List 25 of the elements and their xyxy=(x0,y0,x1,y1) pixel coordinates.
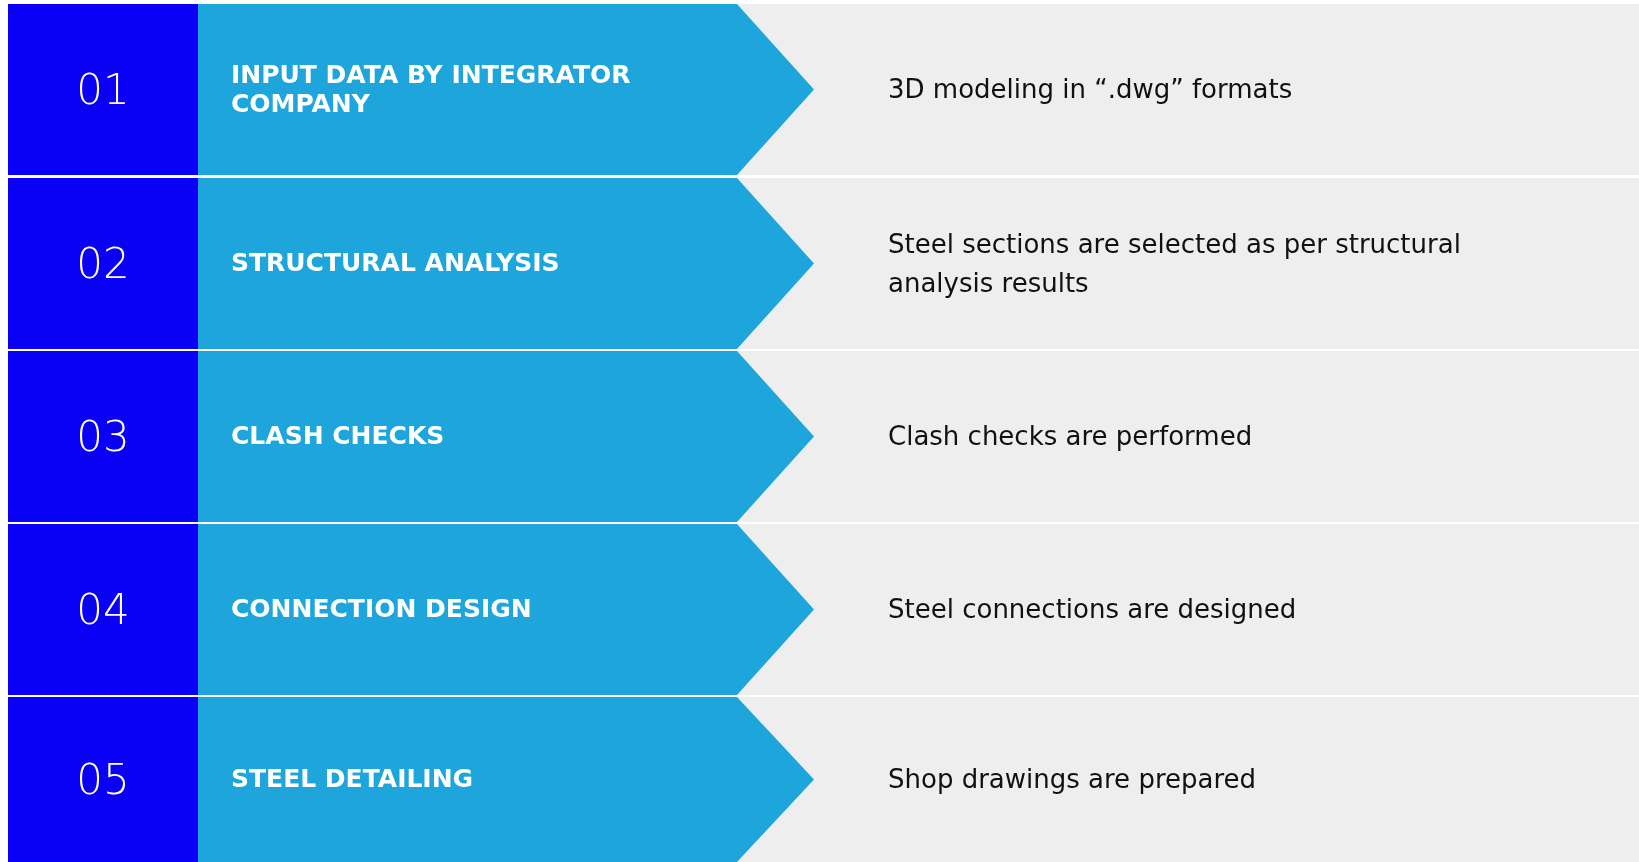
step-title: CONNECTION DESIGN xyxy=(230,595,532,624)
step-number: 01 xyxy=(76,65,130,114)
step-title: STRUCTURAL ANALYSIS xyxy=(230,249,560,278)
step-number-box xyxy=(8,524,198,695)
description-panel xyxy=(737,697,1639,862)
description-panel xyxy=(737,4,1639,175)
step-number-box xyxy=(8,351,198,522)
step-number: 04 xyxy=(76,585,130,634)
step-title: INPUT DATA BY INTEGRATOR COMPANY xyxy=(230,60,632,119)
step-description: Steel connections are designed xyxy=(887,593,1297,626)
step-description: Clash checks are performed xyxy=(887,420,1253,453)
step-description: Steel sections are selected as per structural analysis results xyxy=(887,227,1462,300)
step-title: CLASH CHECKS xyxy=(230,422,445,451)
step-title: STEEL DETAILING xyxy=(230,765,474,794)
step-number-box xyxy=(8,4,198,175)
step-number-box xyxy=(8,178,198,349)
step-number: 05 xyxy=(76,755,130,804)
description-panel xyxy=(737,178,1639,349)
description-panel xyxy=(737,524,1639,695)
step-description: 3D modeling in “.dwg” formats xyxy=(887,73,1293,106)
step-description: Shop drawings are prepared xyxy=(887,763,1257,796)
description-panel xyxy=(737,351,1639,522)
step-number-box xyxy=(8,697,198,862)
step-number: 03 xyxy=(76,412,130,461)
step-number: 02 xyxy=(76,239,130,288)
